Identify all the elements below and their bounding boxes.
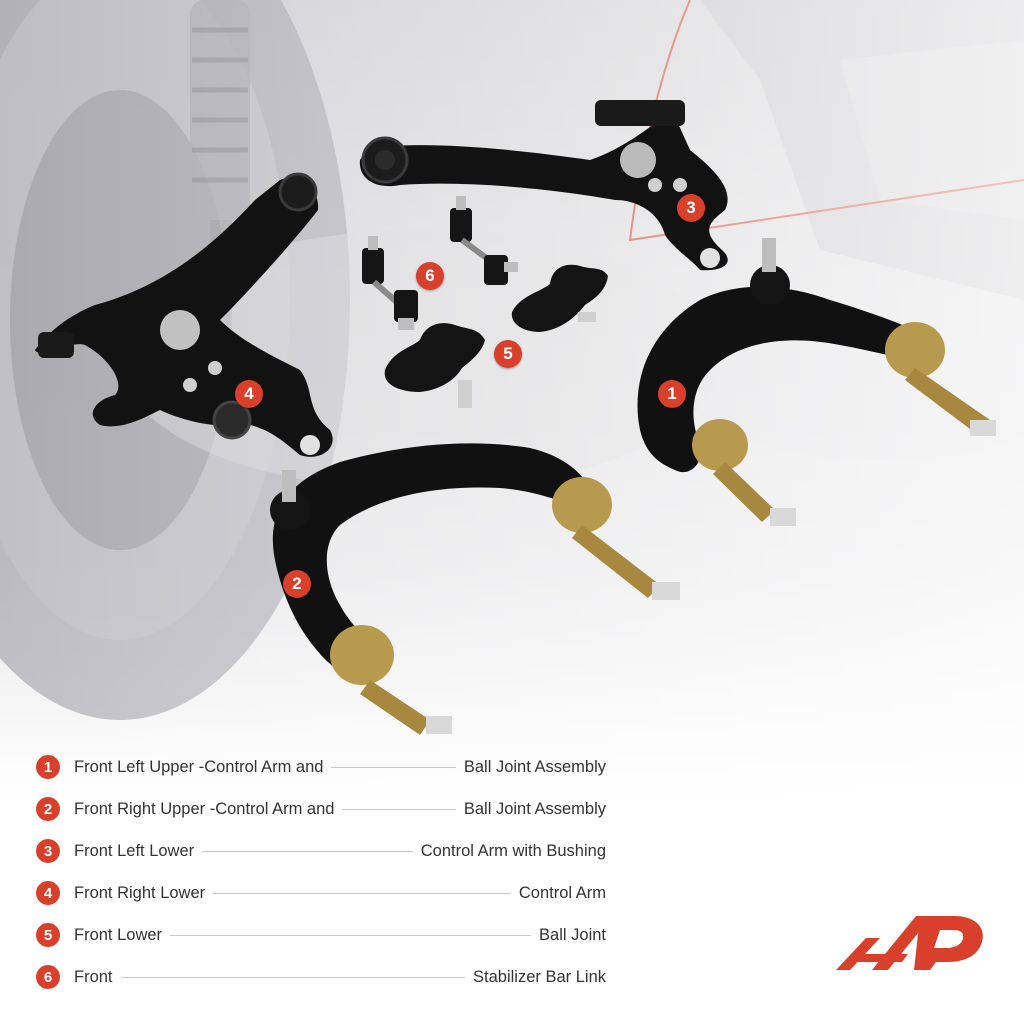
legend-number: 3 xyxy=(36,839,60,863)
legend-number: 5 xyxy=(36,923,60,947)
legend-right-text: Control Arm xyxy=(518,883,606,902)
callout-1: 1 xyxy=(658,380,686,408)
legend-left-text: Front xyxy=(74,967,113,986)
parts-legend: 1 Front Left Upper -Control Arm and Ball… xyxy=(36,746,606,998)
callout-3: 3 xyxy=(677,194,705,222)
legend-number: 4 xyxy=(36,881,60,905)
legend-divider xyxy=(202,850,413,852)
legend-item: 2 Front Right Upper -Control Arm and Bal… xyxy=(36,788,606,830)
legend-divider xyxy=(170,934,532,936)
legend-right-text: Stabilizer Bar Link xyxy=(473,967,606,986)
callout-6: 6 xyxy=(416,262,444,290)
upper-control-arm-right xyxy=(270,443,680,735)
legend-left-text: Front Right Lower xyxy=(74,883,206,902)
legend-divider xyxy=(331,766,456,768)
callout-2: 2 xyxy=(283,570,311,598)
lower-ball-joints xyxy=(384,264,608,408)
legend-item: 4 Front Right Lower Control Arm xyxy=(36,872,606,914)
legend-left-text: Front Lower xyxy=(74,925,163,944)
legend-left-text: Front Left Lower xyxy=(74,841,195,860)
callout-4: 4 xyxy=(235,380,263,408)
legend-left-text: Front Left Upper -Control Arm and xyxy=(74,757,324,776)
legend-right-text: Ball Joint Assembly xyxy=(463,757,606,776)
upper-control-arm-left xyxy=(637,238,996,526)
legend-divider xyxy=(342,808,456,810)
legend-item: 3 Front Left Lower Control Arm with Bush… xyxy=(36,830,606,872)
legend-number: 6 xyxy=(36,965,60,989)
legend-item: 1 Front Left Upper -Control Arm and Ball… xyxy=(36,746,606,788)
legend-divider xyxy=(213,892,511,894)
legend-item: 5 Front Lower Ball Joint xyxy=(36,914,606,956)
legend-item: 6 Front Stabilizer Bar Link xyxy=(36,956,606,998)
callout-5: 5 xyxy=(494,340,522,368)
lower-control-arm-left xyxy=(359,100,728,271)
legend-right-text: Control Arm with Bushing xyxy=(420,841,606,860)
brand-logo-icon xyxy=(836,916,983,970)
legend-left-text: Front Right Upper -Control Arm and xyxy=(74,799,335,818)
legend-number: 2 xyxy=(36,797,60,821)
legend-right-text: Ball Joint xyxy=(539,925,606,944)
legend-right-text: Ball Joint Assembly xyxy=(463,799,606,818)
legend-number: 1 xyxy=(36,755,60,779)
stabilizer-bar-links xyxy=(362,196,518,330)
legend-divider xyxy=(120,976,466,978)
